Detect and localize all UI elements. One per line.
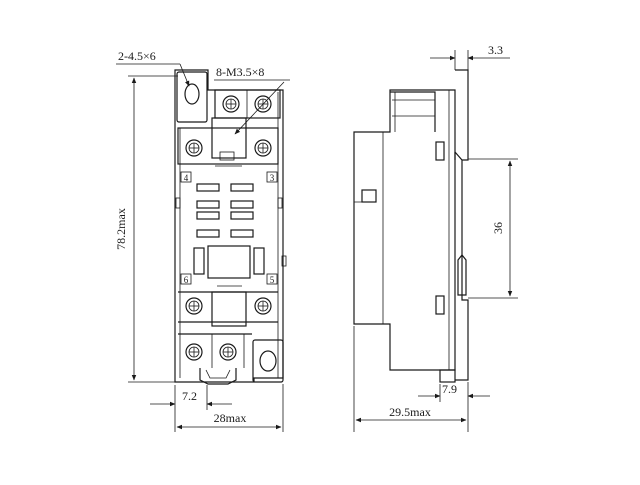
- screw-upper-left: [185, 139, 203, 157]
- screw-top-left: [222, 95, 240, 113]
- mount-hole-bottom: [259, 350, 277, 372]
- terminal-number-6: 6: [184, 275, 189, 285]
- terminal-number-4: 4: [184, 173, 189, 183]
- screw-spec-label: 8-M3.5×8: [216, 65, 264, 79]
- mount-hole-top: [184, 83, 200, 105]
- side-view: [353, 69, 469, 383]
- offset-dimension-label: 7.2: [182, 389, 197, 403]
- width-dimension-label: 28max: [214, 411, 247, 425]
- top-offset-dimension-label: 3.3: [488, 43, 503, 57]
- screw-bottom-right: [219, 343, 237, 361]
- terminal-number-5: 5: [270, 275, 275, 285]
- side-dimensions: 3.3 36 7.9 29.5max: [353, 43, 518, 432]
- side-housing-outline: [353, 89, 456, 371]
- height-dimension-label: 78.2max: [114, 208, 128, 250]
- screw-upper-right: [254, 139, 272, 157]
- screw-bottom-left: [185, 343, 203, 361]
- terminal-number-3: 3: [270, 173, 275, 183]
- front-housing-outline: [174, 69, 284, 383]
- screw-lower-right: [254, 297, 272, 315]
- screw-top-right: [254, 95, 272, 113]
- depth-dimension-label: 29.5max: [389, 405, 431, 419]
- mount-hole-label: 2-4.5×6: [118, 49, 156, 63]
- front-view: 4 3 6 5: [174, 69, 287, 385]
- bottom-offset-dimension-label: 7.9: [442, 382, 457, 396]
- screw-lower-left: [185, 297, 203, 315]
- mount-tab-bottom: [252, 339, 284, 383]
- mount-tab-top: [176, 71, 208, 123]
- pin-slots: [175, 183, 283, 238]
- rail-pitch-dimension-label: 36: [491, 222, 505, 234]
- din-rail-clip: [454, 69, 469, 381]
- front-dimensions: 78.2max 2-4.5×6 8-M3.5×8 7.2 28max: [114, 49, 290, 432]
